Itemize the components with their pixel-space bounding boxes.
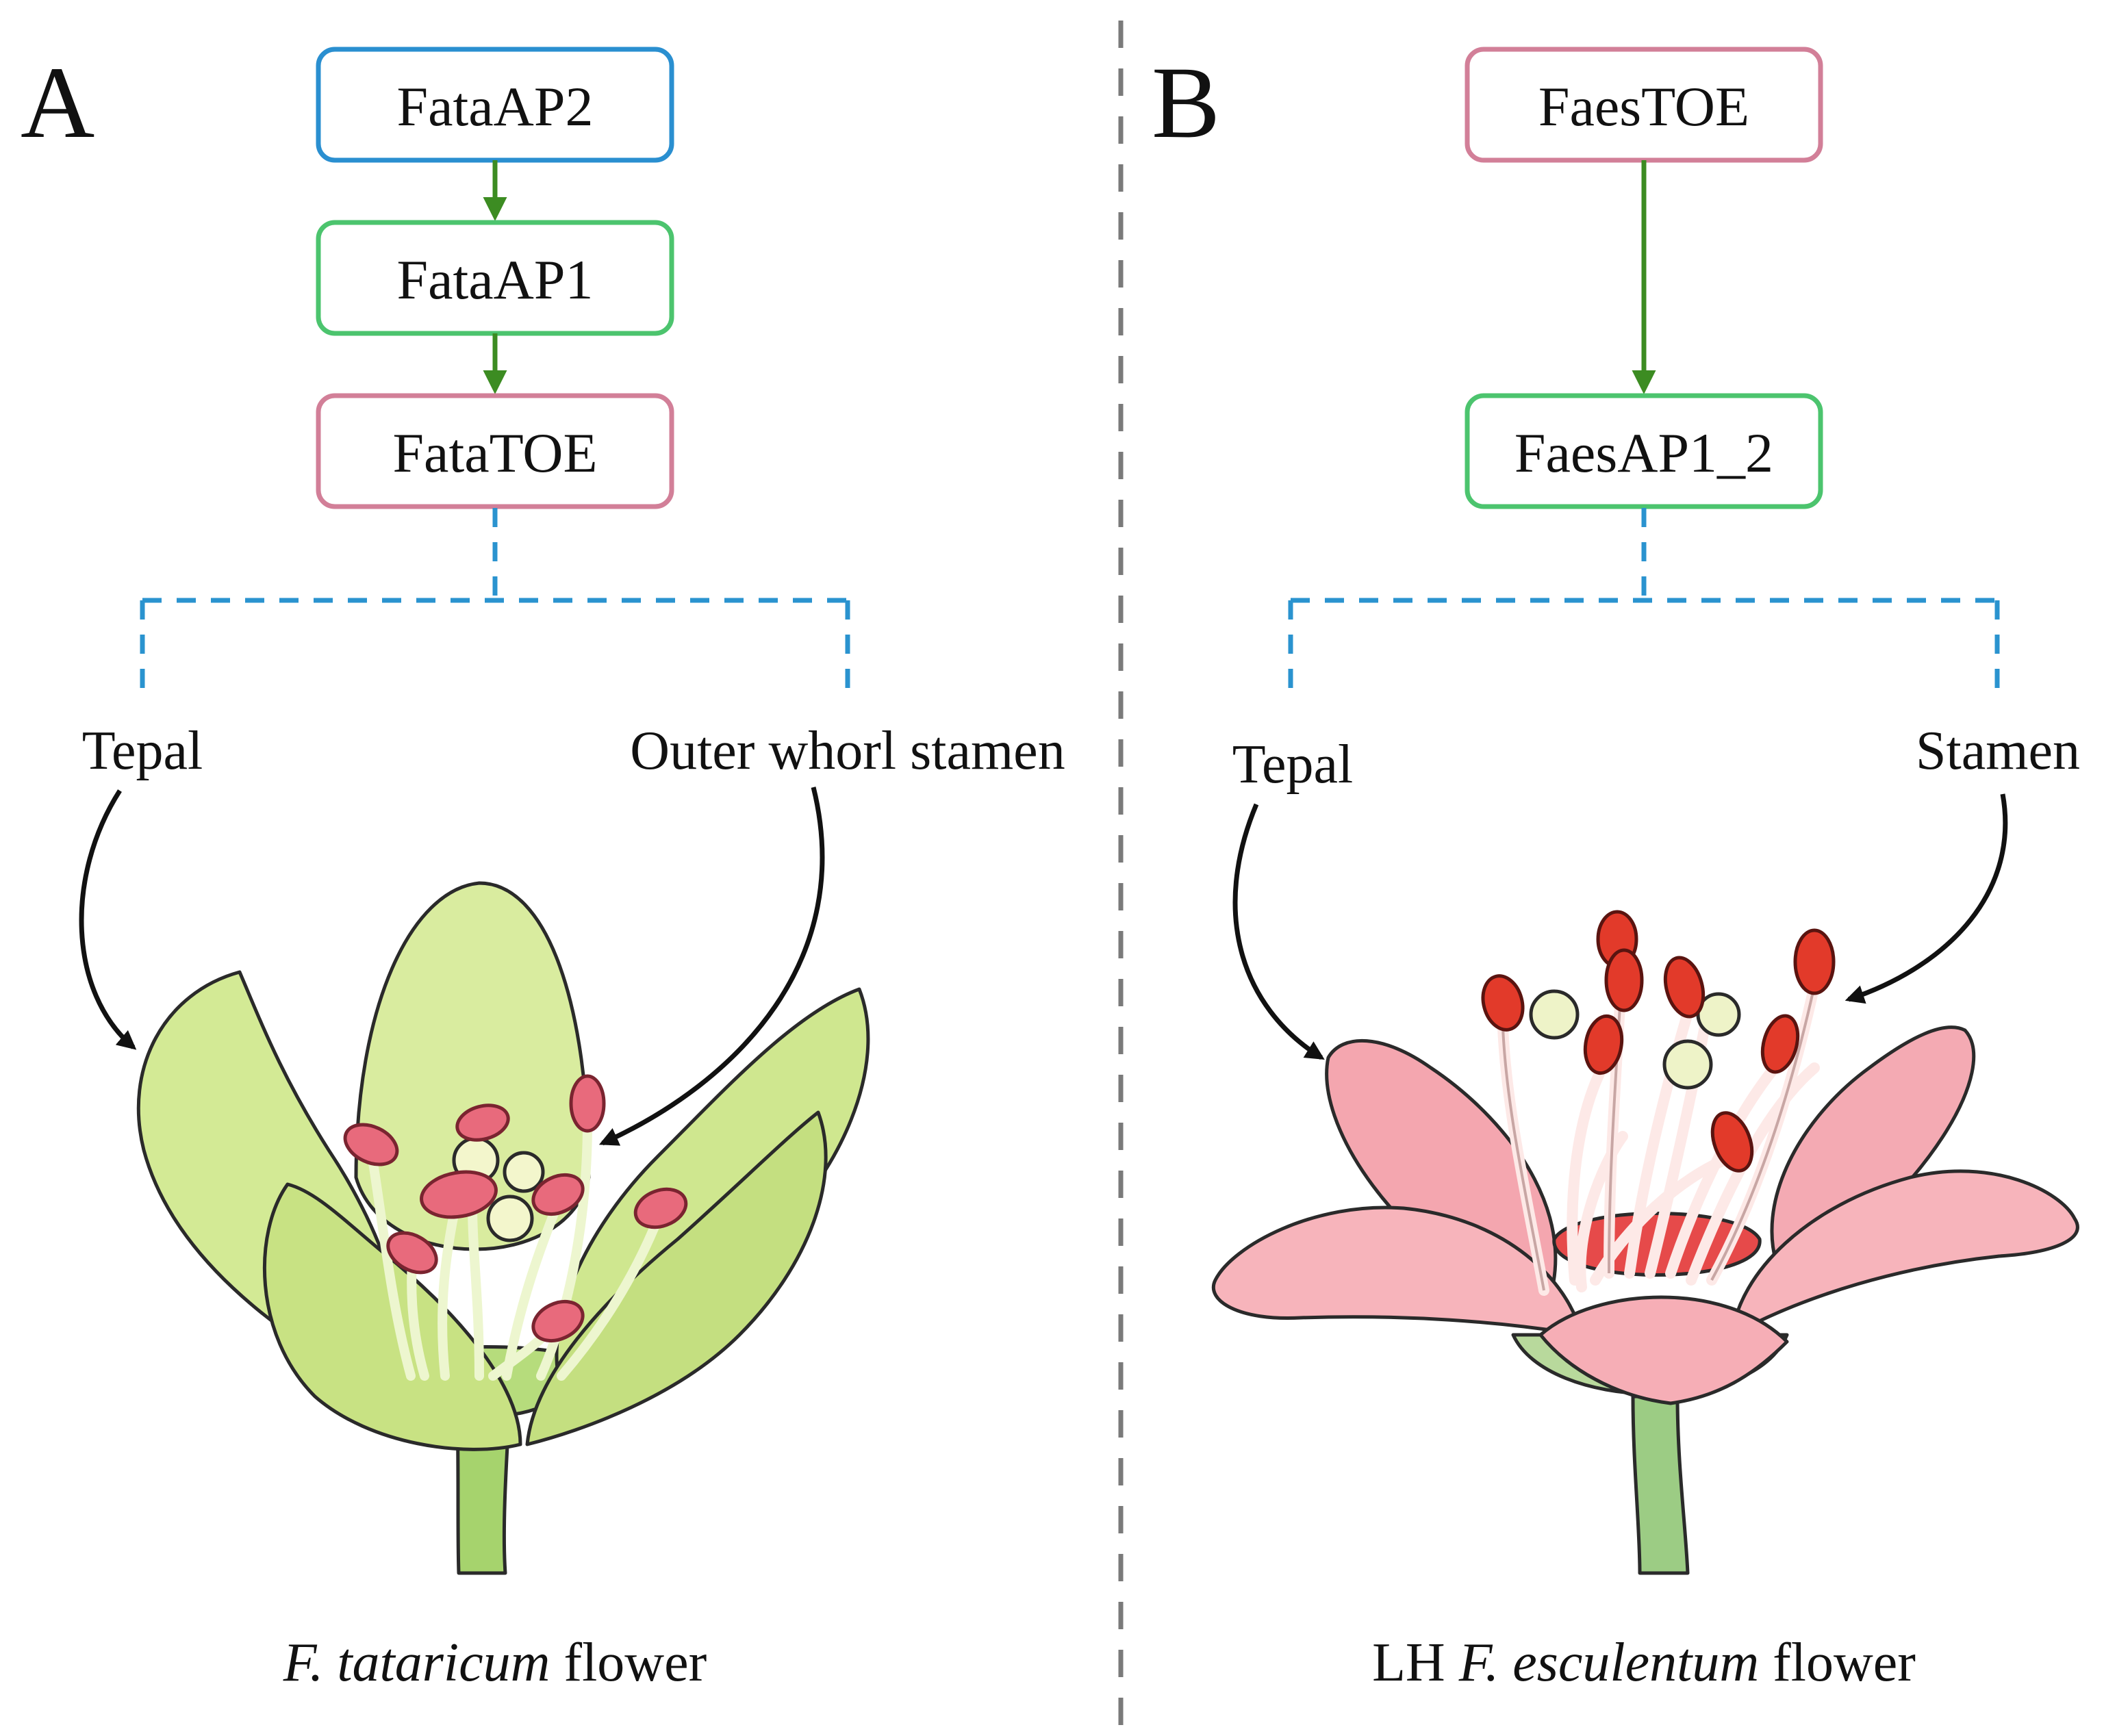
node-fatatoe: FataTOE <box>316 393 674 509</box>
pointer-arrow-tepal-a <box>79 789 137 1050</box>
organ-label-outer-whorl-stamen: Outer whorl stamen <box>630 721 1065 781</box>
caption-b-suffix: flower <box>1759 1633 1916 1693</box>
caption-b: LH F. esculentum flower <box>1372 1633 1916 1693</box>
tataricum-flower-illustration <box>136 881 870 1575</box>
organ-label-tepal-a: Tepal <box>82 721 203 781</box>
caption-a: F. tataricum flower <box>283 1633 707 1693</box>
panel-b: B FaesTOE FaesAP1_2 Tepal Stamen <box>1152 46 2080 1693</box>
panel-a: A FataAP2 FataAP1 FataTOE Tepal Outer wh… <box>21 46 1065 1693</box>
dashed-connector-b <box>1288 508 2000 691</box>
panel-b-letter: B <box>1152 46 1220 159</box>
node-faestoe: FaesTOE <box>1465 47 1823 163</box>
node-fataap1: FataAP1 <box>316 220 674 336</box>
dashed-connector-a <box>140 508 850 691</box>
node-fataap2-label: FataAP2 <box>397 75 594 138</box>
caption-a-species: F. tataricum <box>283 1633 550 1693</box>
pointer-arrow-stamen-b <box>1845 793 2008 1004</box>
node-faesap1-2: FaesAP1_2 <box>1465 393 1823 509</box>
esculentum-flower-illustration <box>1211 910 2079 1575</box>
pointer-arrow-tepal-b <box>1232 803 1325 1060</box>
caption-b-species: F. esculentum <box>1458 1633 1759 1693</box>
node-faestoe-label: FaesTOE <box>1538 75 1749 138</box>
organ-label-tepal-b: Tepal <box>1232 735 1354 795</box>
organ-label-stamen-b: Stamen <box>1916 721 2080 781</box>
node-fataap1-label: FataAP1 <box>397 248 594 311</box>
pointer-arrow-stamen-a <box>598 787 825 1146</box>
panel-a-letter: A <box>21 46 94 159</box>
node-fatatoe-label: FataTOE <box>392 422 597 484</box>
node-fataap2: FataAP2 <box>316 47 674 163</box>
node-faesap1-2-label: FaesAP1_2 <box>1514 422 1773 484</box>
caption-b-prefix: LH <box>1372 1633 1459 1693</box>
caption-a-suffix: flower <box>550 1633 707 1693</box>
